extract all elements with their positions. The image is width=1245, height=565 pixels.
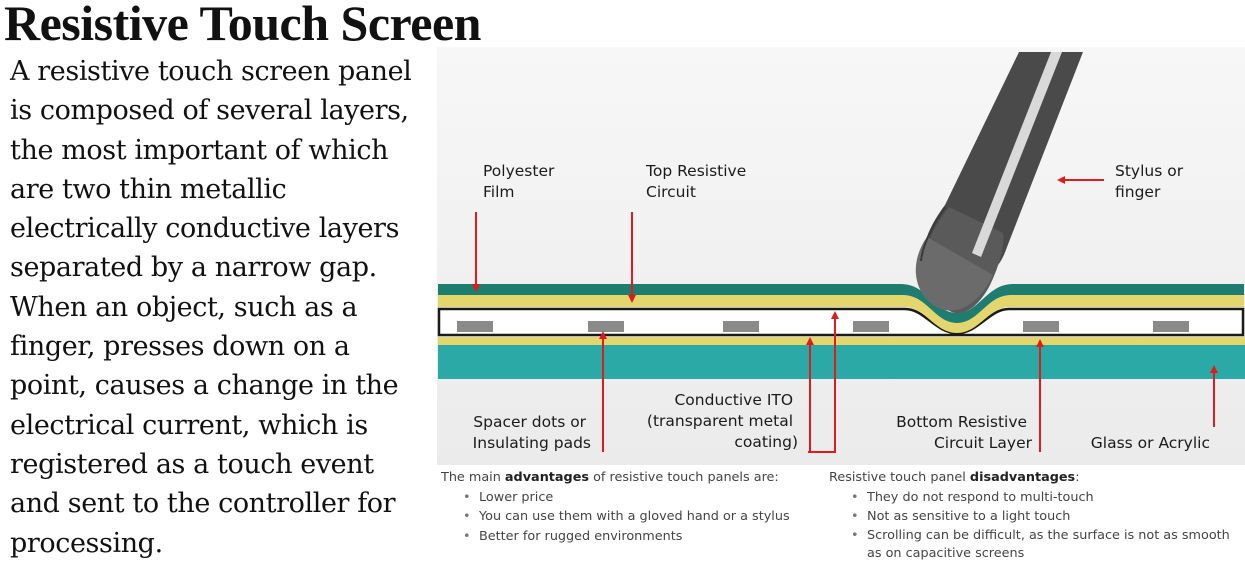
disadvantages-heading: Resistive touch panel disadvantages:: [829, 470, 1080, 485]
description-line: separated by a narrow gap.: [10, 252, 377, 284]
description-line: the most important of which: [10, 134, 389, 166]
page-title: Resistive Touch Screen: [4, 0, 482, 51]
label-spacer-dots: Spacer dots or Insulating pads: [473, 413, 591, 452]
description-text: A resistive touch screen panel is compos…: [10, 52, 430, 563]
top-resistive-layer: [438, 295, 1244, 333]
description-line: When an object, such as a: [10, 291, 358, 323]
disadvantage-item: They do not respond to multi-touch: [851, 488, 1241, 508]
description-line: electrical current, which is: [10, 409, 368, 441]
disadvantage-item: Not as sensitive to a light touch: [851, 507, 1241, 527]
arrow-ito: [808, 311, 839, 453]
description-line: point, causes a change in the: [10, 370, 399, 402]
label-polyester-film: Polyester Film: [483, 162, 559, 201]
polyester-film: [438, 284, 1244, 323]
label-conductive-ito: Conductive ITO (transparent metal coatin…: [647, 391, 798, 451]
spacer-dot: [1153, 321, 1189, 332]
callout-arrows: [472, 176, 1218, 453]
label-stylus: Stylus or finger: [1115, 162, 1188, 201]
stylus-icon: [915, 52, 1083, 314]
advantages-heading: The main advantages of resistive touch p…: [441, 470, 779, 485]
spacer-dot: [588, 321, 624, 332]
description-line: processing.: [10, 527, 163, 559]
advantage-item: Lower price: [463, 488, 821, 508]
label-bottom-resistive: Bottom Resistive Circuit Layer: [896, 413, 1033, 452]
description-line: registered as a touch event: [10, 448, 374, 480]
description-line: and sent to the controller for: [10, 488, 396, 520]
description-line: A resistive touch screen panel: [10, 56, 412, 87]
spacer-dot: [853, 321, 889, 332]
advantages-section: The main advantages of resistive touch p…: [441, 468, 821, 546]
disadvantages-section: Resistive touch panel disadvantages: The…: [829, 468, 1241, 563]
label-top-resistive-circuit: Top Resistive Circuit: [645, 162, 751, 201]
advantage-item: Better for rugged environments: [463, 527, 821, 547]
bottom-resistive-layer: [438, 337, 1245, 345]
arrow-ito-2: [806, 337, 814, 453]
air-gap: [437, 307, 1245, 337]
touch-screen-layers-diagram: Polyester Film Top Resistive Circuit Sty…: [437, 47, 1245, 465]
glass-layer: [438, 345, 1245, 379]
description-line: are two thin metallic: [10, 173, 287, 205]
spacer-dot: [723, 321, 759, 332]
spacer-dot: [1023, 321, 1059, 332]
description-line: finger, presses down on a: [10, 331, 350, 363]
disadvantage-item: Scrolling can be difficult, as the surfa…: [851, 527, 1241, 563]
description-line: is composed of several layers,: [10, 95, 409, 127]
diagram-background: [437, 47, 1245, 465]
label-glass: Glass or Acrylic: [1091, 434, 1210, 452]
description-line: electrically conductive layers: [10, 213, 400, 245]
advantage-item: You can use them with a gloved hand or a…: [463, 507, 821, 527]
spacer-dot: [457, 321, 493, 332]
